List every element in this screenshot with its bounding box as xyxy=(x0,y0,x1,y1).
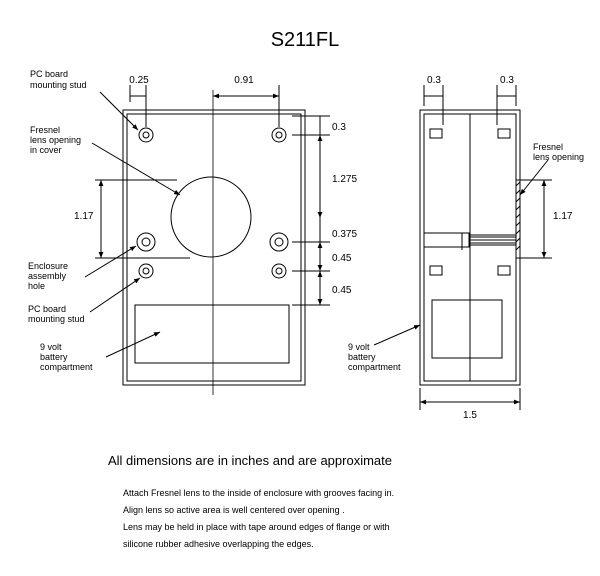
dim-top-margin: 0.3 xyxy=(332,122,346,133)
pc-stud-top-right xyxy=(271,127,287,143)
dim-side-right-margin: 0.3 xyxy=(500,75,514,86)
label-fresnel-2: lens opening xyxy=(30,135,81,145)
dim-stud-offset: 0.25 xyxy=(129,75,149,86)
dim-stud-spacing: 1.275 xyxy=(332,174,357,185)
drawing-title: S211FL xyxy=(271,29,340,51)
side-view xyxy=(373,85,552,410)
note-line-2: Align lens so active area is well center… xyxy=(123,505,345,515)
front-view-labels: PC board mounting stud Fresnel lens open… xyxy=(28,69,357,372)
label-fresnel-3: in cover xyxy=(30,145,62,155)
label-battery-front-2: battery xyxy=(40,352,68,362)
notes: All dimensions are in inches and are app… xyxy=(108,453,394,549)
label-battery-front-1: 9 volt xyxy=(40,342,62,352)
dim-side-width: 1.5 xyxy=(463,410,477,421)
side-slot-left xyxy=(423,232,470,248)
pc-stud-top-left-core xyxy=(142,131,150,139)
label-enclosure-1: Enclosure xyxy=(28,261,68,271)
dim-mid-gap: 0.45 xyxy=(332,253,352,264)
enclosure-hole-left xyxy=(136,232,156,252)
dim-lower-gap: 0.45 xyxy=(332,285,352,296)
dim-side-left-margin: 0.3 xyxy=(427,75,441,86)
dim-upper-gap: 0.375 xyxy=(332,229,357,240)
label-enclosure-2: assembly xyxy=(28,271,67,281)
front-battery-compartment xyxy=(134,304,290,364)
pc-stud-bottom-right-core xyxy=(275,267,283,275)
side-fresnel-opening xyxy=(515,179,521,259)
label-enclosure-3: hole xyxy=(28,281,45,291)
enclosure-hole-left-core xyxy=(141,237,151,247)
side-view-labels: 0.3 0.3 1.17 1.5 Fresnel lens opening 9 … xyxy=(348,75,584,421)
fresnel-lens-opening xyxy=(170,176,252,258)
note-line-4: silicone rubber adhesive overlapping the… xyxy=(123,539,314,549)
pc-stud-bottom-right xyxy=(271,263,287,279)
pc-stud-bottom-left-core xyxy=(142,267,150,275)
pc-stud-top-right-core xyxy=(275,131,283,139)
dim-center-offset: 0.91 xyxy=(234,75,254,86)
label-battery-side-2: battery xyxy=(348,352,376,362)
front-view xyxy=(84,85,330,395)
label-battery-front-3: compartment xyxy=(40,362,93,372)
label-pc-stud-bottom-2: mounting stud xyxy=(28,314,85,324)
pc-stud-top-left xyxy=(138,127,154,143)
label-fresnel-1: Fresnel xyxy=(30,125,60,135)
enclosure-hole-right xyxy=(269,232,289,252)
note-line-3: Lens may be held in place with tape arou… xyxy=(123,522,390,532)
label-pc-stud-top-1: PC board xyxy=(30,69,68,79)
label-pc-stud-bottom-1: PC board xyxy=(28,304,66,314)
dim-side-opening-height: 1.17 xyxy=(553,211,573,222)
note-dimensions: All dimensions are in inches and are app… xyxy=(108,453,392,468)
label-side-fresnel-1: Fresnel xyxy=(533,142,563,152)
enclosure-hole-right-core xyxy=(274,237,284,247)
pc-stud-bottom-left xyxy=(138,263,154,279)
note-line-1: Attach Fresnel lens to the inside of enc… xyxy=(123,488,394,498)
front-enclosure-outer xyxy=(122,109,306,386)
label-pc-stud-top-2: mounting stud xyxy=(30,80,87,90)
label-side-fresnel-2: lens opening xyxy=(533,152,584,162)
label-battery-side-1: 9 volt xyxy=(348,342,370,352)
label-battery-side-3: compartment xyxy=(348,362,401,372)
front-enclosure-inner xyxy=(126,113,302,382)
dim-lens-height: 1.17 xyxy=(74,211,94,222)
side-battery-compartment xyxy=(431,299,503,359)
